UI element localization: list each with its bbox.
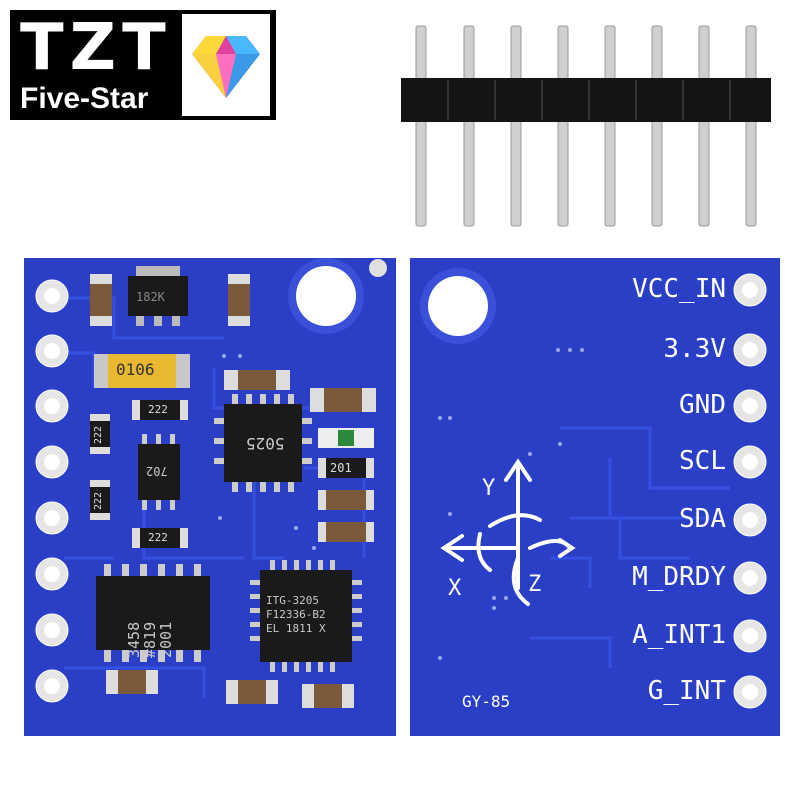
brand-logo: TZT Five-Star <box>10 10 276 120</box>
left-chip-marking: 3458 #819 2001 <box>125 621 175 658</box>
tantalum-marking: 0106 <box>116 360 155 379</box>
left-chip-line-2: #819 <box>141 621 159 658</box>
brand-name: TZT <box>20 11 172 85</box>
board-back: VCC_IN 3.3V GND SCL SDA M_DRDY A_INT1 G_… <box>410 258 780 736</box>
pin-label-gnd: GND <box>679 390 726 420</box>
model-label: GY-85 <box>462 692 511 711</box>
pin-label-vcc-in: VCC_IN <box>632 274 726 304</box>
board-front-artwork <box>35 258 387 708</box>
axis-label-z: Z <box>528 572 542 597</box>
resistor-marking-d: 222 <box>93 491 105 511</box>
pin-header <box>401 25 771 227</box>
pin-label-sda: SDA <box>679 504 726 534</box>
adxl-chip-marking: 5025 <box>246 434 285 453</box>
resistor-marking-b: 222 <box>148 531 168 544</box>
itg-chip-marking: ITG-3205 F12336-B2 EL 1811 X <box>266 594 326 636</box>
pin-label-a-int1: A_INT1 <box>632 620 726 650</box>
left-chip-line-1: 3458 <box>125 621 143 658</box>
itg-chip-line-1: ITG-3205 <box>266 594 319 607</box>
itg-chip-line-2: F12336-B2 <box>266 608 326 621</box>
brand-subtitle: Five-Star <box>20 82 149 115</box>
pin-label-scl: SCL <box>679 446 726 476</box>
axis-label-x: X <box>448 576 462 601</box>
axis-label-y: Y <box>482 476 496 501</box>
hmc-chip-marking: 702 <box>146 464 168 478</box>
board-front: 182K 0106 222 222 222 222 201 702 5025 3… <box>24 258 396 736</box>
regulator-marking: 182K <box>136 290 165 304</box>
board-back-artwork <box>420 268 767 709</box>
resistor-marking-e: 201 <box>330 461 352 475</box>
pin-label-3v3: 3.3V <box>663 334 726 364</box>
resistor-marking-c: 222 <box>93 425 105 445</box>
itg-chip-line-3: EL 1811 X <box>266 622 326 635</box>
left-chip-line-3: 2001 <box>157 621 175 658</box>
pin-label-g-int: G_INT <box>647 676 726 706</box>
diamond-icon <box>182 14 270 116</box>
pin-label-m-drdy: M_DRDY <box>632 562 726 592</box>
resistor-marking-a: 222 <box>148 403 168 416</box>
